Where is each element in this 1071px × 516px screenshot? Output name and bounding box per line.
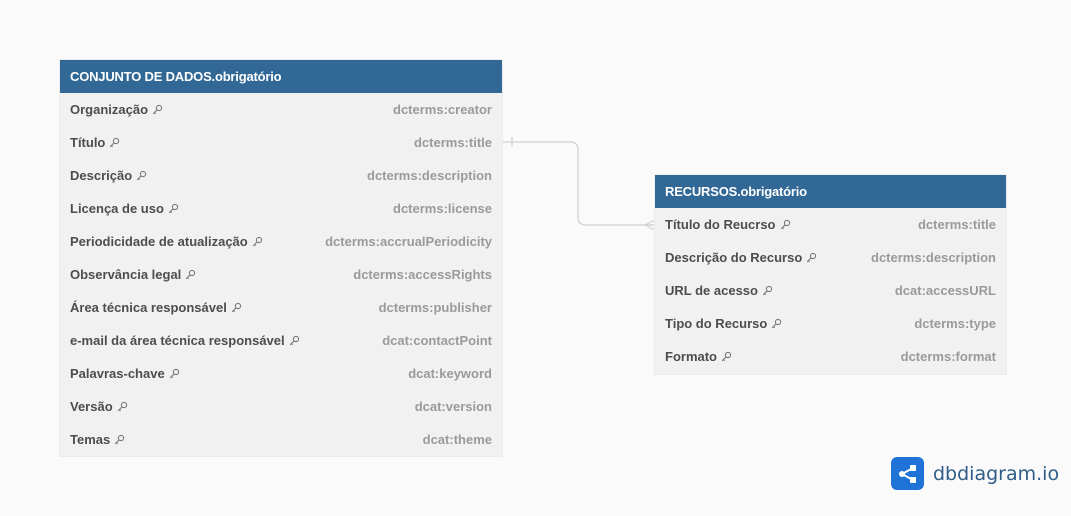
field-row[interactable]: e-mail da área técnica responsável dcat:c… [60, 324, 502, 357]
field-name-label: Título [70, 135, 106, 150]
key-icon [136, 170, 147, 181]
field-type: dcterms:accrualPeriodicity [325, 234, 492, 249]
field-row[interactable]: Licença de uso dcterms:license [60, 192, 502, 225]
table-header[interactable]: CONJUNTO DE DADOS.obrigatório [60, 60, 502, 93]
key-icon [806, 252, 817, 263]
field-type: dcterms:publisher [378, 300, 492, 315]
field-row[interactable]: URL de acesso dcat:accessURL [655, 274, 1006, 307]
field-name-label: Área técnica responsável [70, 300, 227, 315]
field-type: dcterms:license [393, 201, 492, 216]
key-icon [252, 236, 263, 247]
field-type: dcterms:title [413, 135, 492, 150]
field-name-label: Licença de uso [70, 201, 164, 216]
field-type: dcterms:format [900, 349, 996, 364]
field-name-label: Título do Reucrso [665, 217, 776, 232]
field-type: dcat:accessURL [894, 283, 996, 298]
key-icon [114, 434, 125, 445]
field-row[interactable]: Descrição dcterms:description [60, 159, 502, 192]
field-name-label: Periodicidade de atualização [70, 234, 248, 249]
field-name-label: Descrição do Recurso [665, 250, 803, 265]
key-icon [185, 269, 196, 280]
key-icon [117, 401, 128, 412]
key-icon [289, 335, 300, 346]
field-name: Área técnica responsável [70, 291, 242, 324]
field-name-label: Temas [70, 432, 111, 447]
field-row[interactable]: Descrição do Recurso dcterms:description [655, 241, 1006, 274]
field-type: dcat:keyword [408, 366, 492, 381]
field-name-label: e-mail da área técnica responsável [70, 333, 285, 348]
field-row[interactable]: Observância legal dcterms:accessRights [60, 258, 502, 291]
field-name: Versão [70, 390, 128, 423]
field-row[interactable]: Temas dcat:theme [60, 423, 502, 456]
field-row[interactable]: Palavras-chave dcat:keyword [60, 357, 502, 390]
field-name: Título [70, 126, 120, 159]
field-row[interactable]: Título do Reucrso dcterms:title [655, 208, 1006, 241]
field-name: Organização [70, 93, 163, 126]
brand-name: dbdiagram.io [933, 462, 1060, 485]
field-name: Descrição do Recurso [665, 241, 817, 274]
field-type: dcterms:type [914, 316, 996, 331]
key-icon [168, 203, 179, 214]
field-name: Título do Reucrso [665, 208, 791, 241]
many-end-marker [644, 219, 656, 231]
field-name: Observância legal [70, 258, 196, 291]
field-type: dcterms:description [871, 250, 996, 265]
relationship-line [502, 141, 655, 226]
field-type: dcat:contactPoint [382, 333, 492, 348]
key-icon [780, 219, 791, 230]
field-name-label: Observância legal [70, 267, 182, 282]
field-name-label: Descrição [70, 168, 133, 183]
field-row[interactable]: Título dcterms:title [60, 126, 502, 159]
key-icon [721, 351, 732, 362]
field-name-label: Organização [70, 102, 149, 117]
field-name-label: Palavras-chave [70, 366, 165, 381]
field-name-label: Versão [70, 399, 113, 414]
field-type: dcat:theme [422, 432, 492, 447]
key-icon [771, 318, 782, 329]
key-icon [762, 285, 773, 296]
key-icon [231, 302, 242, 313]
field-name-label: Formato [665, 349, 717, 364]
field-type: dcterms:accessRights [353, 267, 492, 282]
key-icon [152, 104, 163, 115]
field-row[interactable]: Tipo do Recurso dcterms:type [655, 307, 1006, 340]
field-row[interactable]: Periodicidade de atualização dcterms:accr… [60, 225, 502, 258]
field-name: Periodicidade de atualização [70, 225, 263, 258]
field-type: dcat:version [414, 399, 492, 414]
field-name-label: URL de acesso [665, 283, 758, 298]
key-icon [169, 368, 180, 379]
field-row[interactable]: Área técnica responsável dcterms:publishe… [60, 291, 502, 324]
field-name: e-mail da área técnica responsável [70, 324, 300, 357]
field-type: dcterms:title [917, 217, 996, 232]
table-header[interactable]: RECURSOS.obrigatório [655, 175, 1006, 208]
field-type: dcterms:creator [393, 102, 492, 117]
field-name: Tipo do Recurso [665, 307, 782, 340]
field-name: Descrição [70, 159, 147, 192]
field-name-label: Tipo do Recurso [665, 316, 768, 331]
brand[interactable]: dbdiagram.io [891, 457, 1059, 490]
field-row[interactable]: Formato dcterms:format [655, 340, 1006, 373]
field-name: URL de acesso [665, 274, 773, 307]
field-row[interactable]: Versão dcat:version [60, 390, 502, 423]
field-row[interactable]: Organização dcterms:creator [60, 93, 502, 126]
field-type: dcterms:description [367, 168, 492, 183]
field-name: Temas [70, 423, 125, 456]
table-recursos[interactable]: RECURSOS.obrigatório Título do Reucrso dc… [655, 175, 1006, 374]
key-icon [109, 137, 120, 148]
dbdiagram-logo-icon [891, 457, 924, 490]
table-conjunto-de-dados[interactable]: CONJUNTO DE DADOS.obrigatório Organizaçã… [60, 60, 502, 456]
field-name: Licença de uso [70, 192, 179, 225]
field-name: Palavras-chave [70, 357, 180, 390]
field-name: Formato [665, 340, 732, 373]
